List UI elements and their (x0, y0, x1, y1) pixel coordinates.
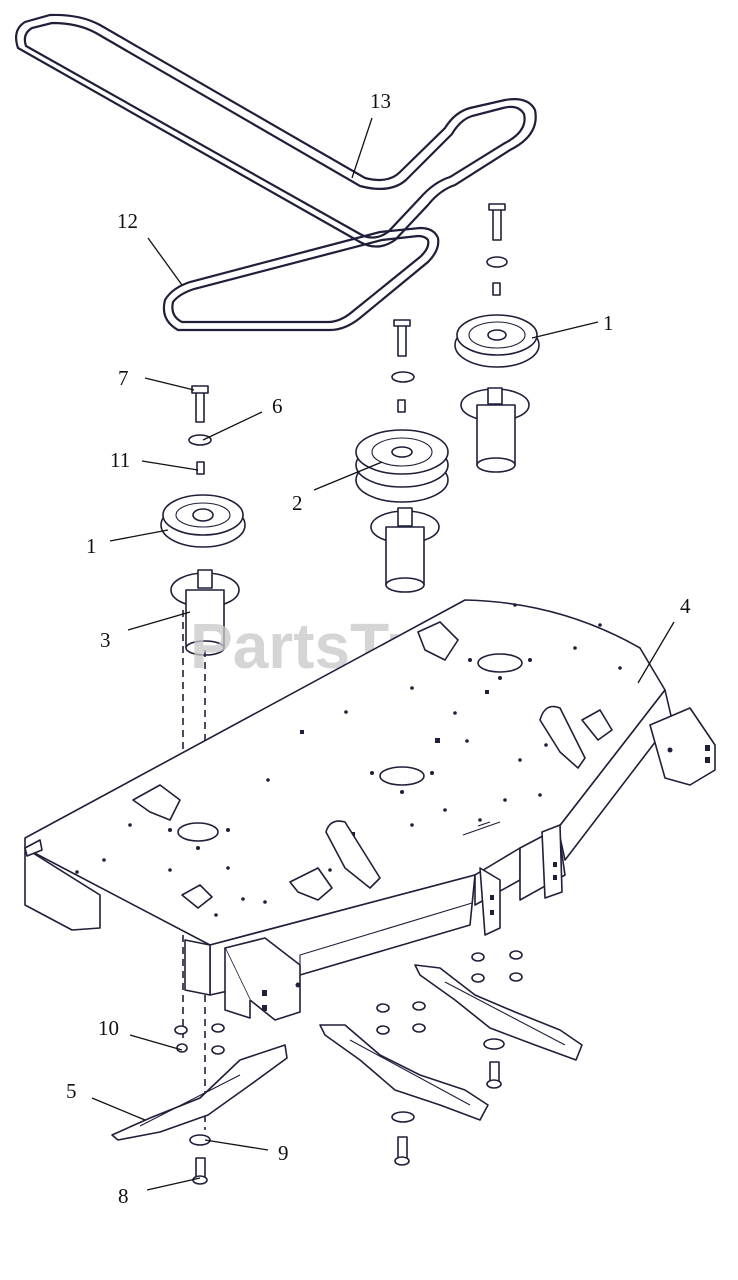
belt-13[interactable] (15, 13, 537, 248)
callout-6[interactable]: 6 (272, 394, 283, 418)
mower-deck[interactable] (24, 599, 716, 1021)
blade-left[interactable] (111, 1044, 288, 1141)
callout-8[interactable]: 8 (118, 1184, 129, 1208)
callout-10[interactable]: 10 (98, 1016, 119, 1040)
left-spindle-assembly[interactable] (160, 385, 246, 656)
callout-9[interactable]: 9 (278, 1141, 289, 1165)
callout-13[interactable]: 13 (370, 89, 391, 113)
blade-hardware[interactable] (174, 950, 523, 1185)
callout-12[interactable]: 12 (117, 209, 138, 233)
center-spindle-assembly[interactable] (355, 319, 449, 593)
callout-2[interactable]: 2 (292, 491, 303, 515)
blade-center[interactable] (319, 1024, 489, 1121)
callout-leaders (91, 117, 675, 1191)
right-spindle-assembly[interactable] (454, 203, 540, 473)
callout-3[interactable]: 3 (100, 628, 111, 652)
belt-12[interactable] (162, 226, 440, 332)
callout-1-left[interactable]: 1 (86, 534, 97, 558)
blade-right[interactable] (414, 964, 583, 1061)
callout-1-right[interactable]: 1 (603, 311, 614, 335)
callout-5[interactable]: 5 (66, 1079, 77, 1103)
callout-4[interactable]: 4 (680, 594, 691, 618)
callout-11[interactable]: 11 (110, 448, 130, 472)
callout-labels: 13 12 1 7 6 11 2 1 3 4 10 5 9 8 (66, 89, 691, 1208)
callout-7[interactable]: 7 (118, 366, 129, 390)
